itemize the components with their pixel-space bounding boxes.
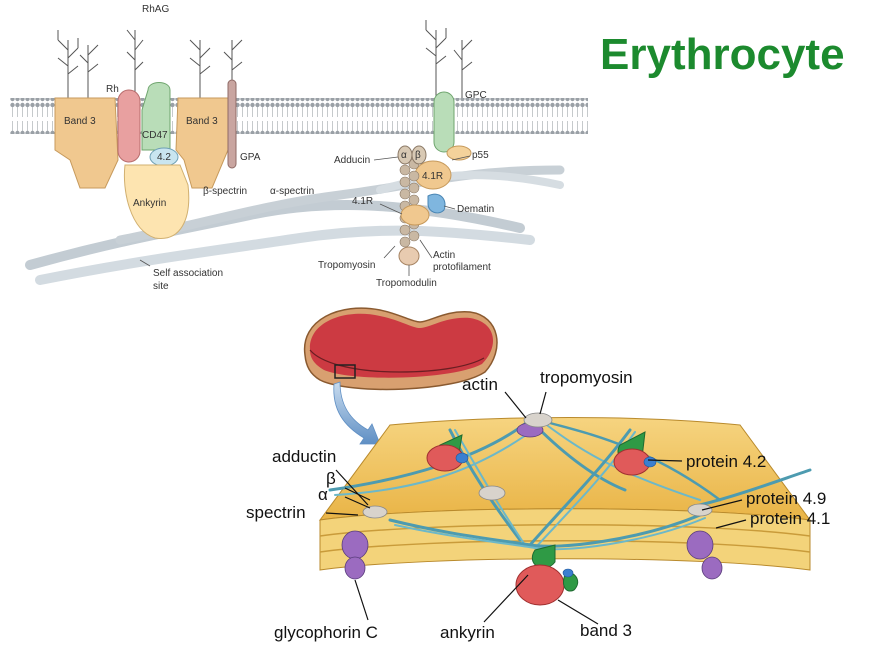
label-actin: Actin [433, 250, 455, 261]
label-self-association: Self association [153, 268, 223, 279]
label-tropomyosin-bottom: tropomyosin [540, 368, 633, 387]
label-4-2: 4.2 [157, 152, 171, 163]
label-spectrin: spectrin [246, 503, 306, 522]
label-glycophorin-c: glycophorin C [274, 623, 378, 642]
label-alpha-spectrin: α-spectrin [270, 186, 314, 197]
spectrin-strand-b [35, 225, 535, 285]
label-beta-bottom: β [326, 469, 336, 488]
spectrin-strand-d [376, 171, 564, 194]
red-blood-cell [303, 307, 498, 391]
label-band3-bottom: band 3 [580, 621, 632, 640]
label-protein-4-2: protein 4.2 [686, 452, 766, 471]
label-rh: Rh [106, 84, 119, 95]
ankyrin-protein [123, 164, 190, 239]
label-protein-4-9: protein 4.9 [746, 489, 826, 508]
dematin-protein [427, 193, 446, 214]
label-beta-small: β [415, 150, 421, 161]
cd47-protein [141, 82, 171, 151]
label-band3-right: Band 3 [186, 116, 218, 127]
label-protofilament: protofilament [433, 262, 491, 273]
tropomodulin-protein [398, 246, 420, 266]
label-rhag: RhAG [142, 4, 169, 15]
gpc-protein [433, 91, 455, 153]
leader-lines [139, 155, 471, 276]
label-tropomyosin-top: Tropomyosin [318, 260, 375, 271]
label-adductin: adductin [272, 447, 336, 466]
label-gpc: GPC [465, 90, 487, 101]
label-alpha-small: α [401, 150, 407, 161]
protein-4-1r-left [400, 204, 430, 226]
bottom-leader-lines [325, 391, 747, 625]
cytoskeleton-3d: actin tropomyosin adductin β α spectrin … [246, 307, 830, 642]
adducin-beta [411, 145, 427, 165]
label-ankyrin-bottom: ankyrin [440, 623, 495, 642]
protein-4-2-markers [455, 452, 657, 578]
band3-left [54, 97, 119, 189]
label-p55: p55 [472, 150, 489, 161]
label-protein-4-1: protein 4.1 [750, 509, 830, 528]
label-dematin: Dematin [457, 204, 494, 215]
rh-protein [117, 89, 141, 163]
label-tropomodulin: Tropomodulin [376, 278, 437, 289]
label-4-1r-top: 4.1R [422, 171, 443, 182]
label-cd47: CD47 [142, 130, 168, 141]
label-band3-left: Band 3 [64, 116, 96, 127]
zoom-arrow [333, 381, 381, 445]
membrane-schematic: RhAG Rh Band 3 Band 3 CD47 4.2 GPA Ankyr… [10, 4, 588, 292]
p55-protein [446, 145, 472, 161]
slide-title: Erythrocyte [600, 30, 845, 79]
label-beta-spectrin: β-spectrin [203, 186, 247, 197]
label-self-association-site: site [153, 281, 169, 292]
gpa-protein [227, 79, 237, 169]
label-actin-bottom: actin [462, 375, 498, 394]
label-adducin: Adducin [334, 155, 370, 166]
label-4-1r-left: 4.1R [352, 196, 373, 207]
protein-caps [362, 412, 713, 519]
label-ankyrin: Ankyrin [133, 198, 166, 209]
zoom-box [334, 364, 356, 379]
membrane-slab-front [319, 508, 811, 571]
glycan-chains [57, 20, 473, 98]
label-alpha-bottom: α [318, 485, 328, 504]
label-gpa: GPA [240, 152, 261, 163]
band3-ankyrin-complexes [426, 431, 651, 606]
